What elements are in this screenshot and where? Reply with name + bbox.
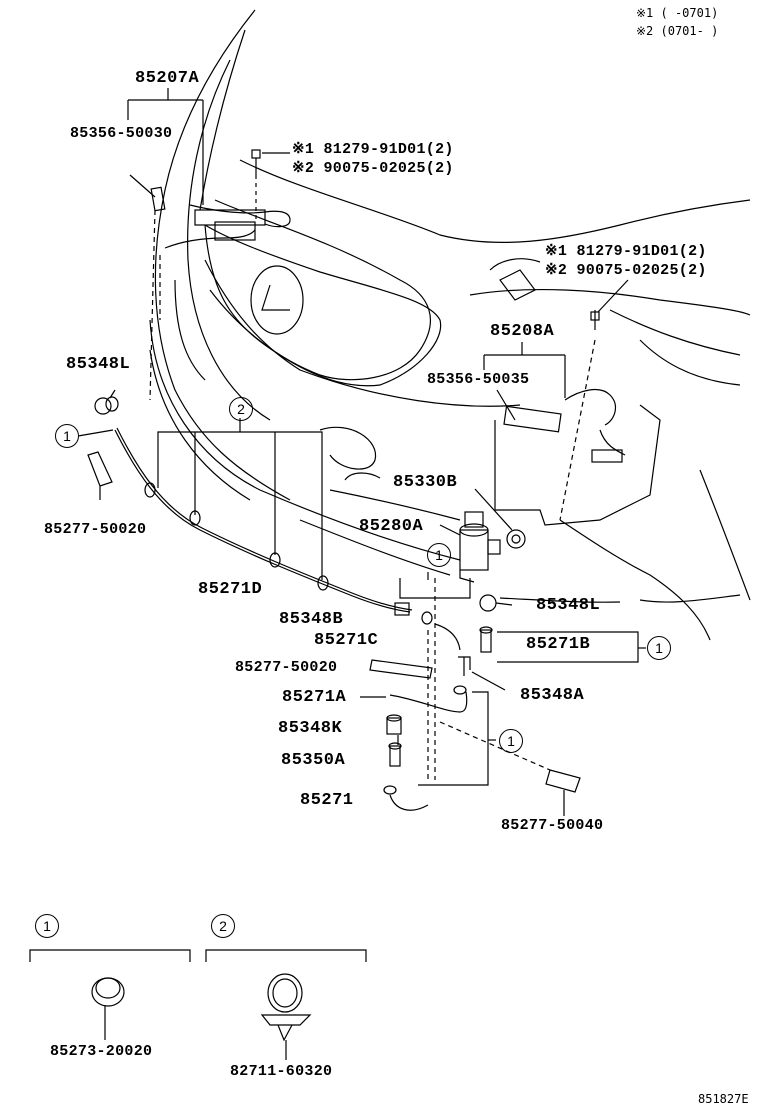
callout-1-lower: 1 xyxy=(499,729,523,753)
label-85356-50035: 85356-50035 xyxy=(427,371,530,388)
legend-callout-2: 2 xyxy=(211,914,235,938)
label-85271C: 85271C xyxy=(314,631,379,650)
label-85348L-left: 85348L xyxy=(66,355,131,374)
label-85271B: 85271B xyxy=(526,635,591,654)
legend-callout-1: 1 xyxy=(35,914,59,938)
label-85348K: 85348K xyxy=(278,719,343,738)
label-bolt-left-2: ※2 90075-02025(2) xyxy=(292,160,454,177)
note-range-2: ※2 (0701- ) xyxy=(636,24,719,38)
note-range-1: ※1 ( -0701) xyxy=(636,6,719,20)
label-85277-50020-top: 85277-50020 xyxy=(44,521,147,538)
label-85273-20020: 85273-20020 xyxy=(50,1043,153,1060)
label-85350A: 85350A xyxy=(281,751,346,770)
label-bolt-right-1: ※1 81279-91D01(2) xyxy=(545,243,707,260)
callout-2-hose: 2 xyxy=(229,397,253,421)
label-85277-50020-mid: 85277-50020 xyxy=(235,659,338,676)
label-85208A: 85208A xyxy=(490,322,555,341)
label-85348L-right: 85348L xyxy=(536,596,601,615)
callout-1-right: 1 xyxy=(647,636,671,660)
label-85207A: 85207A xyxy=(135,69,200,88)
washer-hose-85271D xyxy=(114,429,411,613)
label-85330B: 85330B xyxy=(393,473,458,492)
label-85348A: 85348A xyxy=(520,686,585,705)
label-bolt-left-1: ※1 81279-91D01(2) xyxy=(292,141,454,158)
callout-1-pump: 1 xyxy=(427,543,451,567)
label-85356-50030: 85356-50030 xyxy=(70,125,173,142)
grille-outline xyxy=(204,224,442,387)
lexus-emblem xyxy=(250,265,304,335)
label-85348B: 85348B xyxy=(279,610,344,629)
label-85277-50040: 85277-50040 xyxy=(501,817,604,834)
label-85271A: 85271A xyxy=(282,688,347,707)
label-85271D: 85271D xyxy=(198,580,263,599)
label-85280A: 85280A xyxy=(359,517,424,536)
label-bolt-right-2: ※2 90075-02025(2) xyxy=(545,262,707,279)
label-85271: 85271 xyxy=(300,791,354,810)
diagram-code: 851827E xyxy=(698,1092,749,1106)
vehicle-body-outline xyxy=(149,9,751,641)
callout-1-left: 1 xyxy=(55,424,79,448)
label-82711-60320: 82711-60320 xyxy=(230,1063,333,1080)
